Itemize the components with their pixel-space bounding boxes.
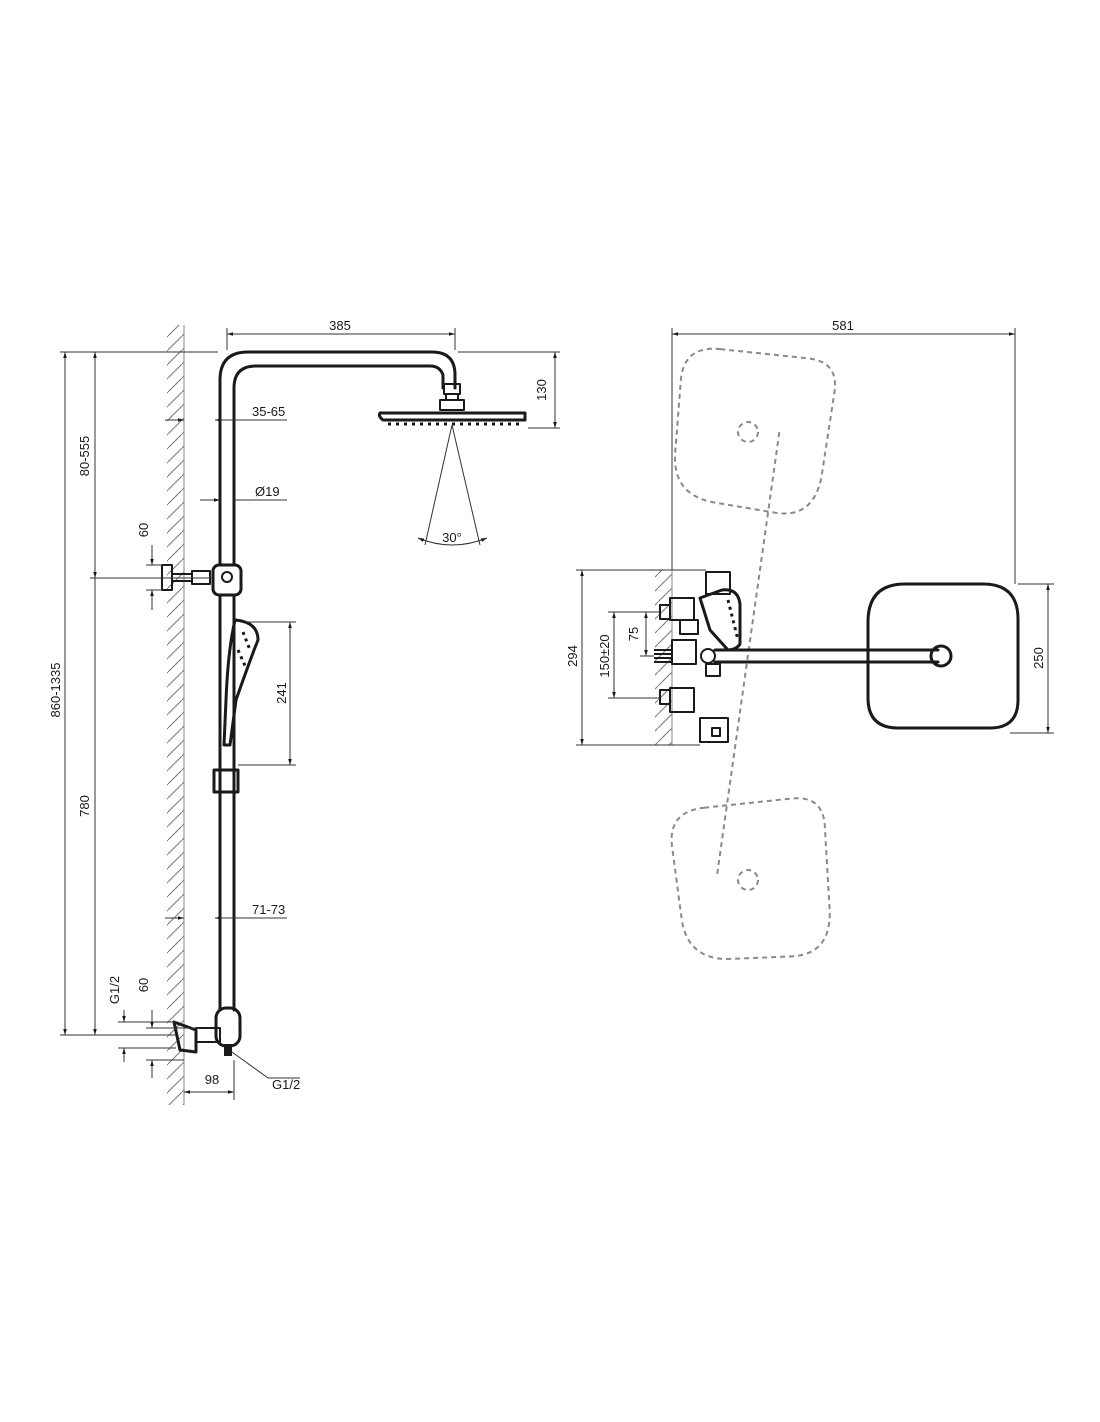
dim-mixer-depth: 98 xyxy=(205,1072,219,1087)
riser-pipe xyxy=(218,350,457,1012)
dim-wall-offset-bottom: 71-73 xyxy=(252,902,285,917)
main-head-top xyxy=(866,582,1020,730)
dim-connector-offset: 75 xyxy=(626,627,641,641)
dim-head-height: 130 xyxy=(534,379,549,401)
dim-pipe-diameter: Ø19 xyxy=(255,484,280,499)
dim-total-height: 860-1335 xyxy=(48,663,63,718)
wall-hatching xyxy=(167,325,185,1105)
dim-hand-shower-length: 241 xyxy=(274,682,289,704)
ghost-head-upper xyxy=(674,347,837,515)
top-dimension-lines xyxy=(576,328,1054,746)
spray-cone xyxy=(417,424,488,546)
dim-bracket-height: 60 xyxy=(136,523,151,537)
dim-mixer-span: 294 xyxy=(565,645,580,667)
dim-lower-height: 780 xyxy=(77,795,92,817)
lower-mixer xyxy=(172,1006,242,1056)
dim-outlet-thread: G1/2 xyxy=(272,1077,300,1092)
dim-arm-length: 385 xyxy=(329,318,351,333)
dim-spray-angle: 30° xyxy=(442,530,462,545)
shower-head xyxy=(377,383,527,426)
dim-upper-height: 80-555 xyxy=(77,436,92,476)
dim-wall-offset-top: 35-65 xyxy=(252,404,285,419)
top-view: 581 294 150±20 75 250 xyxy=(565,318,1054,961)
dim-total-width: 581 xyxy=(832,318,854,333)
top-mixer xyxy=(654,571,742,743)
side-dimension-lines xyxy=(60,328,560,1100)
dim-mixer-height: 60 xyxy=(136,978,151,992)
dim-inlet-spacing: 150±20 xyxy=(597,634,612,677)
hand-shower xyxy=(212,618,260,794)
side-view: 385 130 35-65 Ø19 30° 80-555 60 241 860-… xyxy=(48,318,560,1105)
dim-head-size: 250 xyxy=(1031,647,1046,669)
dim-inlet-thread: G1/2 xyxy=(107,976,122,1004)
ghost-head-lower xyxy=(670,797,831,961)
